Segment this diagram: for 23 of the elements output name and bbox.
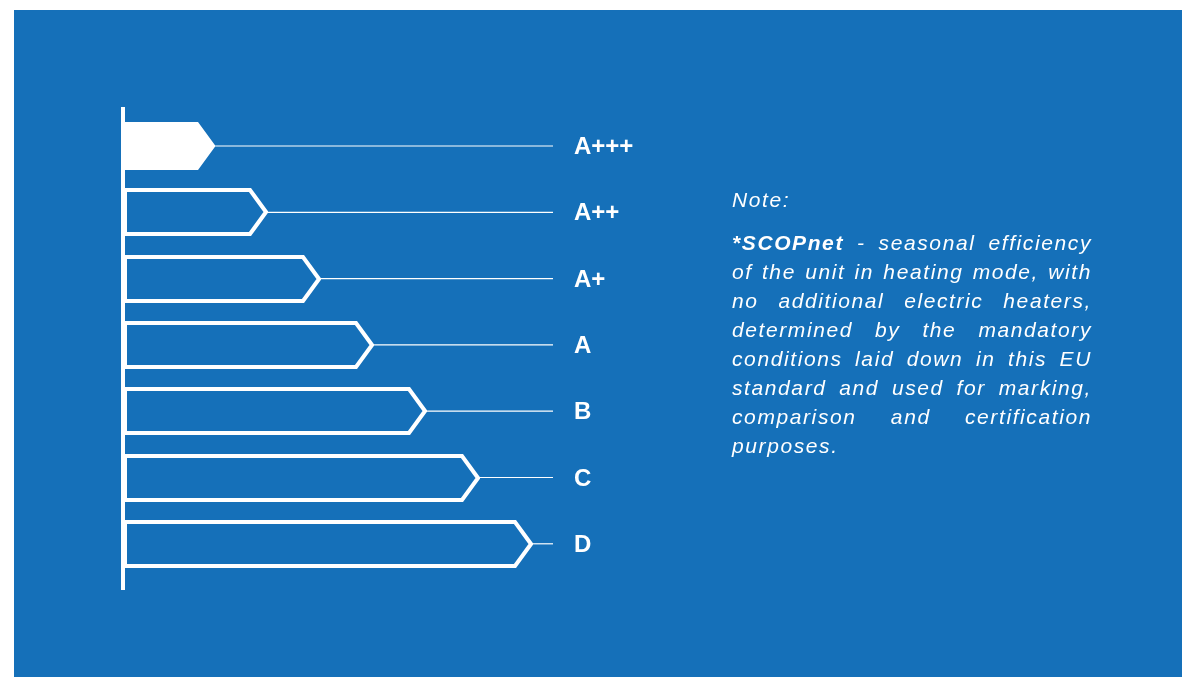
energy-class-label: C: [574, 465, 592, 490]
leader-line: [532, 543, 554, 545]
note-text: *SCOPnet - seasonal efficiency of the unit in heating mode, with no additional electric heaters, determined by the mandatory conditions laid down in this EU standard and used for marking, comparison and certification purposes.: [732, 230, 1092, 459]
energy-class-bar: [123, 453, 480, 502]
energy-class-bar: [123, 188, 268, 237]
note-heading: Note:: [732, 187, 792, 213]
leader-line: [320, 278, 554, 280]
leader-line: [267, 211, 554, 213]
energy-class-bar: [123, 122, 215, 170]
energy-class-label: A: [574, 332, 592, 357]
energy-class-label: B: [574, 399, 592, 424]
energy-class-bar: [123, 519, 533, 568]
energy-class-label: A+++: [574, 134, 634, 158]
leader-line: [479, 476, 554, 479]
energy-class-bar: [123, 320, 374, 369]
leader-line: [426, 410, 554, 412]
energy-class-bar: [123, 387, 427, 436]
energy-class-label: A+: [574, 266, 606, 291]
leader-line: [214, 145, 554, 147]
energy-class-label: A++: [574, 200, 620, 225]
energy-class-bar: [123, 254, 321, 303]
leader-line: [373, 344, 554, 346]
energy-class-label: D: [574, 531, 592, 556]
